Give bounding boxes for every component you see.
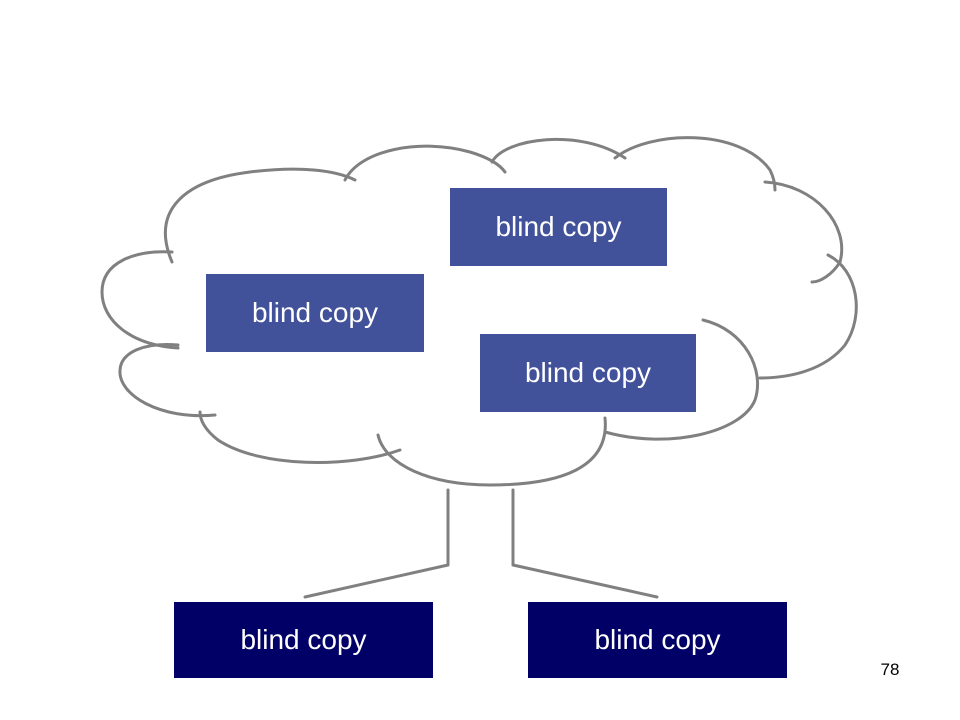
cloud-lobe-top-3: [613, 136, 777, 192]
cloud-lobe-top-1: [343, 144, 507, 182]
cloud-lobe-bottom-center: [376, 416, 607, 487]
cloud-lobe-right: [758, 253, 858, 380]
cloud-lobe-left: [100, 250, 180, 350]
page-number: 78: [880, 660, 900, 679]
cloud-lobe-bottom-left: [198, 410, 402, 464]
cloud-lobe-left-upper: [164, 167, 357, 264]
cloud-lobe-right-lower: [603, 318, 760, 441]
cloud-box-top: blind copy: [450, 188, 667, 266]
root-right-line: [511, 563, 659, 599]
root-left-line: [303, 563, 450, 599]
cloud-lobe-top-2: [490, 137, 627, 164]
root-box-right: blind copy: [528, 602, 787, 678]
root-box-left: blind copy: [174, 602, 433, 678]
cloud-box-right: blind copy: [480, 334, 696, 412]
cloud-lobe-right-upper: [763, 180, 844, 284]
cloud-outline: [100, 136, 858, 487]
tree-trunk: [303, 488, 659, 599]
cloud-box-left: blind copy: [206, 274, 424, 352]
cloud-lobe-left-lower: [118, 342, 217, 418]
